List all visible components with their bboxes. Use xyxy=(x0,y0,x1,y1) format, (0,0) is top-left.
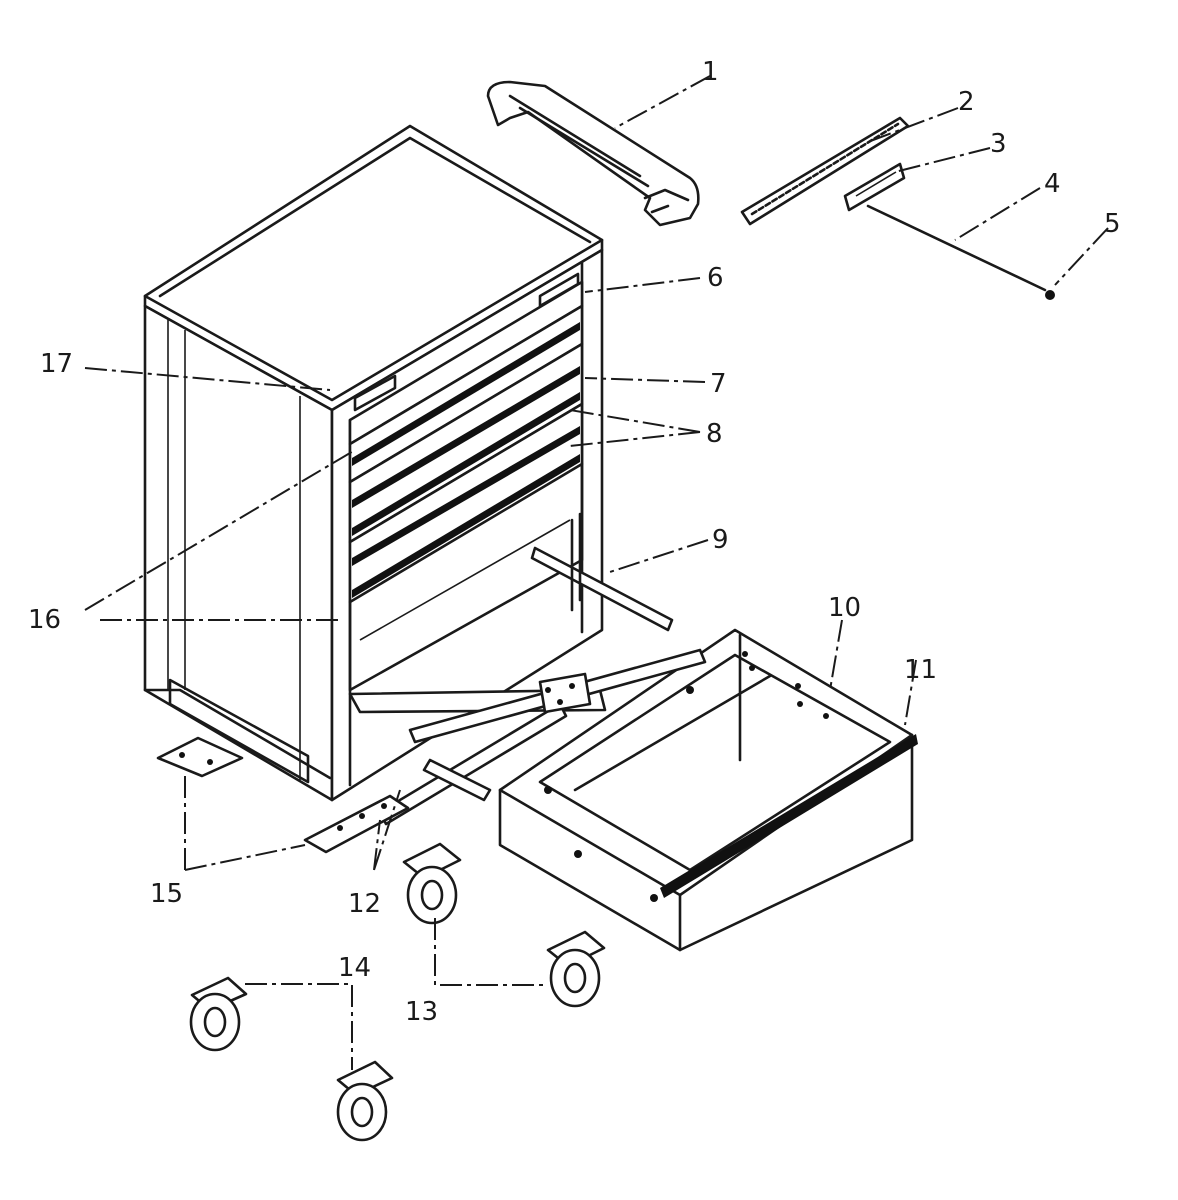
callout-3: 3 xyxy=(990,129,1007,159)
callout-5: 5 xyxy=(1104,209,1121,239)
foot-brackets xyxy=(156,736,410,854)
callout-1: 1 xyxy=(702,57,719,87)
callout-labels: 1 2 3 4 5 6 7 8 9 10 11 12 13 14 15 16 1… xyxy=(28,57,1121,1027)
pulled-drawer xyxy=(498,628,918,952)
callout-12: 12 xyxy=(348,889,381,919)
callout-17: 17 xyxy=(40,349,73,379)
callout-2: 2 xyxy=(958,87,975,117)
callout-7: 7 xyxy=(710,369,727,399)
callout-6: 6 xyxy=(707,263,724,293)
caster-13b xyxy=(546,930,606,1008)
drawer-fronts xyxy=(348,272,584,604)
caster-13a xyxy=(402,842,462,925)
callout-15: 15 xyxy=(150,879,183,909)
caster-14b xyxy=(336,1060,394,1142)
callout-4: 4 xyxy=(1044,169,1061,199)
callout-16: 16 xyxy=(28,605,61,635)
handle-part xyxy=(486,80,700,227)
callout-9: 9 xyxy=(712,525,729,555)
leader-lines xyxy=(84,75,1109,1070)
caster-14a xyxy=(189,976,248,1052)
callout-11: 11 xyxy=(904,655,937,685)
callout-8: 8 xyxy=(706,419,723,449)
rail-part xyxy=(740,116,910,226)
callout-13: 13 xyxy=(405,997,438,1027)
rod-part xyxy=(866,204,1055,300)
drawer-slides xyxy=(348,512,707,826)
latch-plate-part xyxy=(843,162,906,212)
callout-14: 14 xyxy=(338,953,371,983)
callout-10: 10 xyxy=(828,593,861,623)
